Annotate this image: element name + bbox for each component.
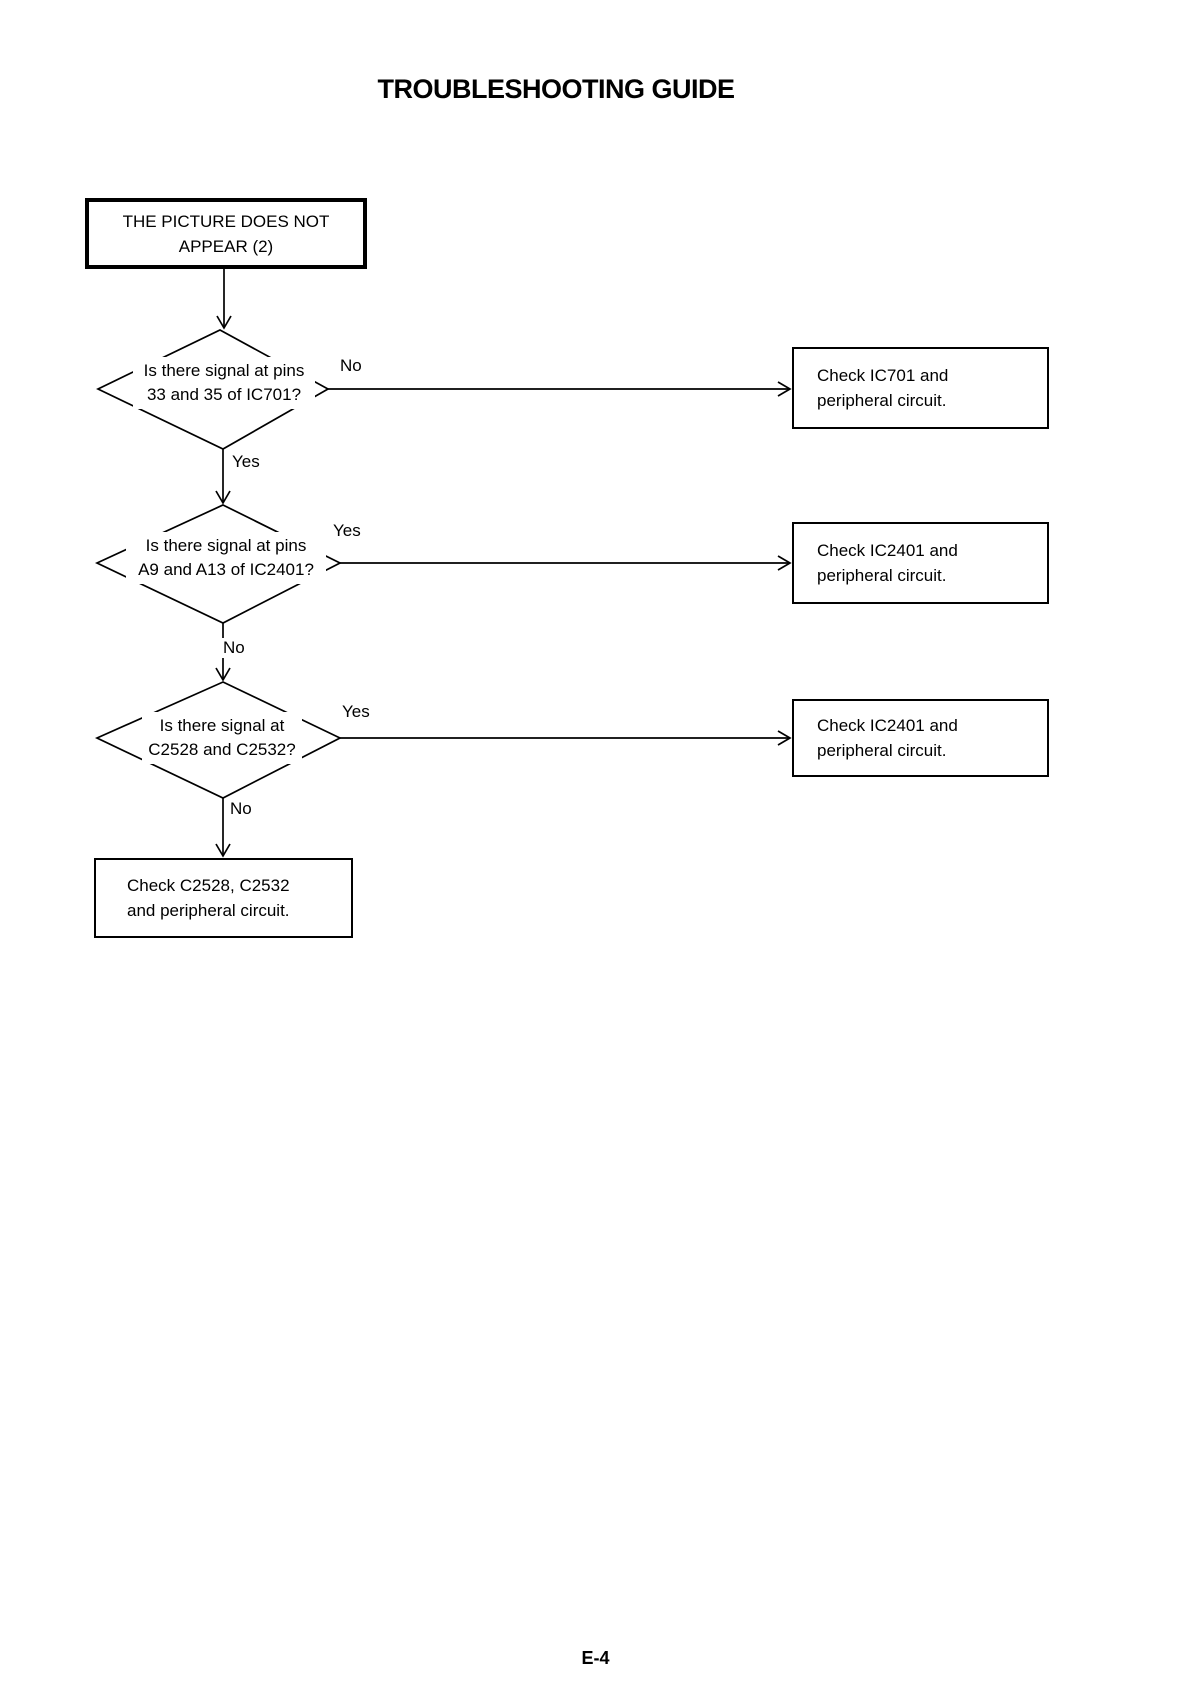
decision-3-line1: Is there signal at: [159, 716, 285, 735]
action-2-line1: Check IC2401 and: [817, 541, 958, 560]
branch-label-decision1-right: No: [338, 356, 364, 376]
decision-1-line1: Is there signal at pins: [143, 361, 305, 380]
action-4-line1: Check C2528, C2532: [127, 876, 290, 895]
action-3-line2: peripheral circuit.: [817, 741, 947, 760]
start-box-line1: THE PICTURE DOES NOT: [122, 211, 330, 231]
action-box-check-ic2401-b: Check IC2401 and peripheral circuit.: [792, 699, 1049, 777]
start-box: THE PICTURE DOES NOT APPEAR (2): [85, 198, 367, 269]
decision-3-question: Is there signal at C2528 and C2532?: [142, 712, 302, 764]
action-1-line2: peripheral circuit.: [817, 391, 947, 410]
decision-2-line2: A9 and A13 of IC2401?: [138, 560, 314, 579]
action-1-line1: Check IC701 and: [817, 366, 949, 385]
page-number: E-4: [581, 1648, 610, 1668]
page-title: TROUBLESHOOTING GUIDE: [377, 74, 735, 104]
branch-label-decision1-down: Yes: [230, 452, 262, 472]
decision-1-line2: 33 and 35 of IC701?: [146, 385, 302, 404]
decision-1-question: Is there signal at pins 33 and 35 of IC7…: [133, 357, 315, 409]
action-4-line2: and peripheral circuit.: [127, 901, 290, 920]
branch-label-decision3-down: No: [228, 799, 254, 819]
decision-2-question: Is there signal at pins A9 and A13 of IC…: [126, 532, 326, 584]
branch-label-decision3-right: Yes: [340, 702, 372, 722]
decision-3-line2: C2528 and C2532?: [148, 740, 296, 759]
action-box-check-ic701: Check IC701 and peripheral circuit.: [792, 347, 1049, 429]
action-box-check-ic2401-a: Check IC2401 and peripheral circuit.: [792, 522, 1049, 604]
decision-2-line1: Is there signal at pins: [145, 536, 307, 555]
start-box-line2: APPEAR (2): [178, 236, 274, 256]
branch-label-decision2-right: Yes: [331, 521, 363, 541]
action-3-line1: Check IC2401 and: [817, 716, 958, 735]
action-2-line2: peripheral circuit.: [817, 566, 947, 585]
action-box-check-c2528-c2532: Check C2528, C2532 and peripheral circui…: [94, 858, 353, 938]
branch-label-decision2-down: No: [221, 638, 247, 658]
